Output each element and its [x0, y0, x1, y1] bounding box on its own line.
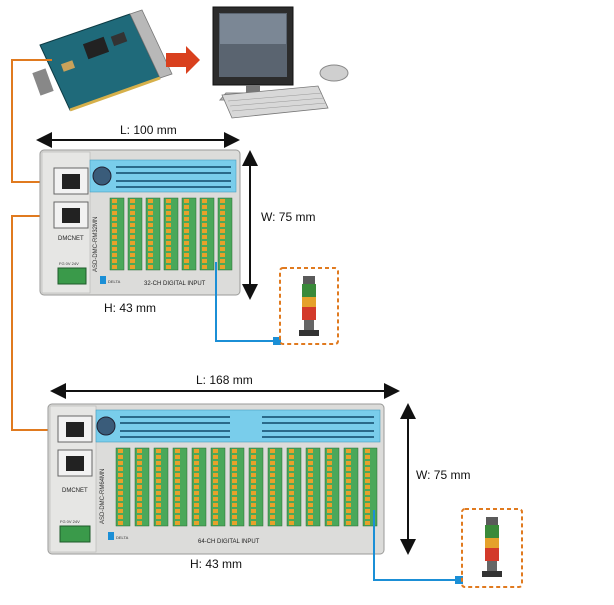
length-label-large: L: 168 mm	[196, 373, 253, 387]
terminal-block	[181, 197, 197, 271]
model-label-small: ASD-DMC-RM32MN	[93, 217, 99, 272]
stack-light-icon	[279, 267, 339, 345]
dimension-width-large: W: 75 mm	[400, 403, 470, 555]
terminal-block	[127, 197, 143, 271]
brand-label-small: DELTA	[108, 279, 121, 284]
rotary-switch-icon-large	[96, 416, 116, 436]
power-label-large: FG 0V 24V	[60, 519, 80, 524]
title-label-small: 32-CH DIGITAL INPUT	[144, 281, 206, 287]
power-label-small: FG 0V 24V	[59, 261, 79, 266]
module-32ch: DMCNET FG 0V 24V ASD-DMC-RM32MN DELTA 32…	[39, 149, 241, 296]
port-label-small: DMCNET	[58, 236, 84, 242]
stack-light-icon-large	[461, 508, 523, 588]
terminal-block	[163, 197, 179, 271]
length-label-small: L: 100 mm	[120, 123, 177, 137]
mouse-icon	[319, 64, 349, 82]
power-terminal-large	[59, 525, 91, 543]
io-signal-cable-large	[373, 510, 459, 581]
model-label-large: ASD-DMC-RM64MN	[100, 469, 106, 524]
dimension-width-small: W: 75 mm	[242, 150, 315, 300]
io-signal-cable-small	[215, 262, 277, 342]
flow-arrow-icon	[166, 46, 200, 74]
dimension-length-small: L: 100 mm	[36, 123, 240, 148]
port-label-large: DMCNET	[62, 488, 88, 494]
terminal-block	[199, 197, 215, 271]
title-label-large: 64-CH DIGITAL INPUT	[198, 539, 260, 545]
height-label-large: H: 43 mm	[190, 557, 242, 571]
ethernet-cable	[11, 59, 56, 431]
pci-motion-card	[32, 9, 173, 112]
rotary-switch-icon	[92, 166, 112, 186]
terminal-block	[109, 197, 125, 271]
module-64ch: DMCNET FG 0V 24V ASD-DMC-RM64MN DELTA 64…	[47, 403, 385, 555]
rj45-port-out-large	[57, 449, 93, 477]
power-terminal-small	[57, 267, 87, 285]
terminal-block	[145, 197, 161, 271]
height-label-small: H: 43 mm	[104, 301, 156, 315]
brand-label-large: DELTA	[116, 535, 129, 540]
width-label-small: W: 75 mm	[261, 210, 315, 224]
computer-icon	[212, 6, 349, 119]
width-label-large: W: 75 mm	[416, 468, 470, 482]
terminal-block	[217, 197, 233, 271]
dimension-length-large: L: 168 mm	[50, 373, 400, 399]
